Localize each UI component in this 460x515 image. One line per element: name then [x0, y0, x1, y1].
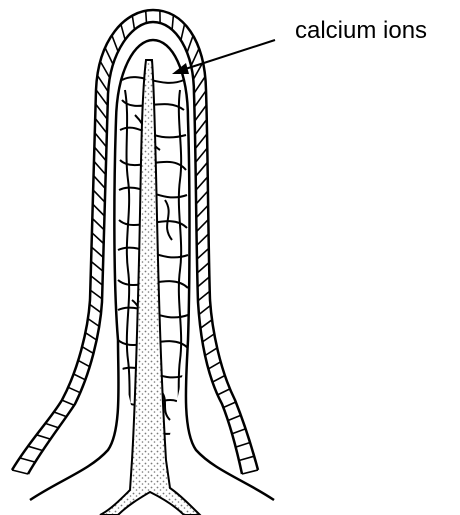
epithelial-cell-boundary — [194, 77, 205, 94]
epithelial-cell-boundary — [194, 91, 206, 107]
epithelial-cell-boundary — [172, 15, 173, 30]
epithelial-cell-boundary — [199, 306, 210, 315]
epithelial-cell-boundary — [205, 348, 217, 356]
epithelial-cell-boundary — [195, 119, 207, 134]
epithelial-cell-boundary — [62, 400, 74, 405]
epithelial-cell-boundary — [197, 234, 209, 246]
epithelial-cell-boundary — [198, 291, 210, 301]
epithelial-cell-boundary — [100, 61, 110, 78]
epithelial-cell-boundary — [28, 446, 43, 450]
epithelial-cell-boundary — [12, 470, 28, 474]
epithelial-cell-boundary — [146, 11, 147, 23]
epithelial-cell-boundary — [85, 333, 96, 340]
epithelial-cell-boundary — [132, 16, 134, 30]
epithelial-cell-boundary — [196, 177, 208, 190]
epithelial-cell-boundary — [236, 443, 250, 448]
epithelial-cell-boundary — [191, 49, 199, 66]
epithelial-cell-boundary — [88, 319, 99, 327]
label-arrow-line — [176, 40, 275, 72]
epithelial-cell-boundary — [187, 36, 193, 53]
epithelial-cell-boundary — [208, 362, 220, 369]
epithelial-cell-boundary — [218, 389, 230, 395]
epithelial-cell-boundary — [213, 376, 225, 383]
epithelial-cell-boundary — [92, 219, 104, 230]
label-calcium-ions: calcium ions — [172, 17, 427, 74]
epithelial-cell-boundary — [97, 75, 108, 91]
epithelial-cell-boundary — [91, 276, 103, 285]
epithelial-cell-boundary — [196, 191, 208, 204]
epithelial-cell-boundary — [197, 248, 209, 259]
epithelial-cell-boundary — [45, 423, 58, 427]
epithelial-cell-boundary — [94, 161, 106, 174]
epithelial-cell-boundary — [195, 134, 207, 149]
epithelial-cell-boundary — [228, 415, 241, 420]
epithelial-cell-boundary — [95, 133, 107, 147]
label-arrowhead — [172, 63, 189, 74]
epithelial-cell-boundary — [223, 402, 235, 408]
epithelial-cell-boundary — [96, 104, 108, 119]
epithelial-cell-boundary — [197, 263, 209, 273]
epithelial-cell-boundary — [91, 262, 103, 272]
epithelial-cell-boundary — [94, 176, 106, 189]
epithelial-cell-boundary — [112, 35, 118, 51]
epithelial-cell-boundary — [121, 24, 125, 39]
epithelial-cell-boundary — [90, 304, 101, 312]
epithelial-cell-boundary — [196, 162, 208, 176]
epithelial-cell-boundary — [82, 347, 93, 354]
epithelial-cell-boundary — [93, 190, 105, 202]
epithelial-cell-boundary — [203, 334, 215, 342]
epithelial-cell-boundary — [68, 387, 80, 392]
epithelial-cell-boundary — [78, 360, 90, 366]
label-text: calcium ions — [295, 17, 427, 44]
epithelial-cell-boundary — [196, 205, 208, 217]
epithelial-cell-boundary — [195, 105, 207, 121]
epithelial-cell-boundary — [198, 277, 210, 287]
epithelial-cell-boundary — [37, 435, 51, 439]
epithelial-cell-boundary — [74, 374, 86, 380]
epithelial-cell-boundary — [92, 247, 104, 257]
epithelial-cell-boundary — [93, 204, 105, 216]
epithelial-cell-boundary — [181, 24, 185, 40]
epithelial-cell-boundary — [239, 456, 254, 460]
epithelial-cell-boundary — [242, 470, 258, 474]
epithelial-cell-boundary — [94, 147, 106, 161]
epithelial-cell-boundary — [20, 458, 35, 462]
epithelial-cell-boundary — [197, 220, 209, 232]
epithelial-cell-boundary — [90, 290, 102, 299]
epithelial-cell-boundary — [201, 320, 213, 328]
epithelial-cell-boundary — [196, 148, 208, 162]
epithelial-cell-boundary — [105, 48, 113, 65]
epithelial-cell-boundary — [95, 118, 107, 133]
epithelial-cell-boundary — [232, 429, 246, 434]
epithelial-cell-boundary — [92, 233, 104, 244]
epithelial-cell-boundary — [54, 412, 66, 417]
epithelial-cell-boundary — [96, 90, 108, 106]
